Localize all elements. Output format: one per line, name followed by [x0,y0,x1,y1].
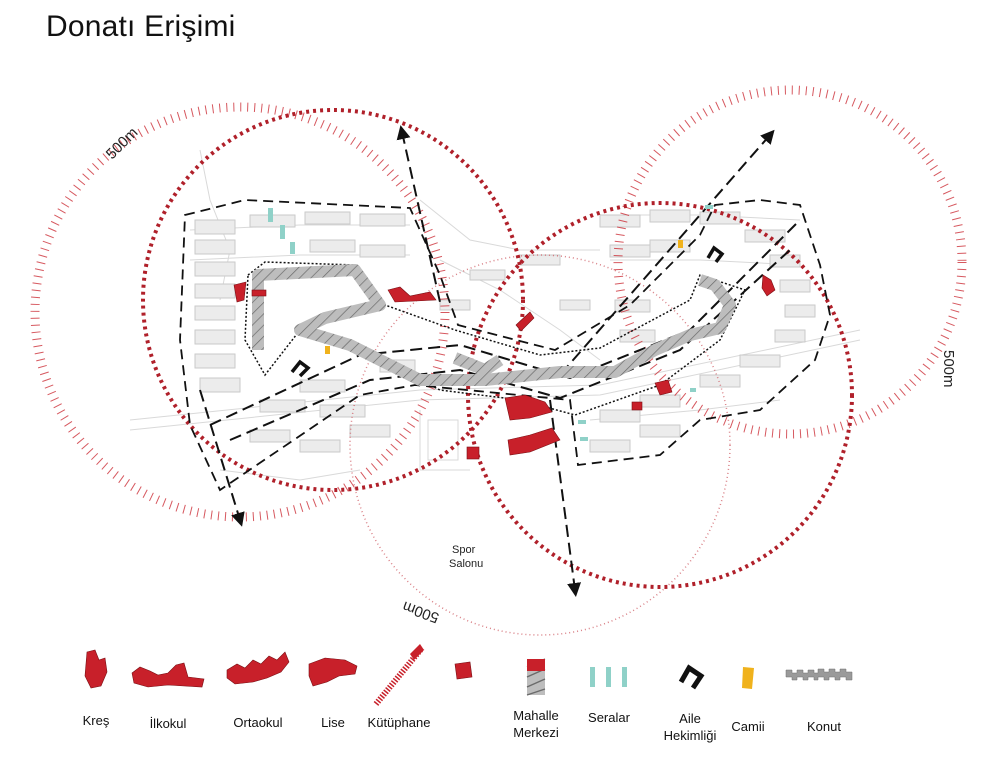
distance-label-right: 500m [940,350,957,388]
housing-icon [785,668,853,681]
legend-item-seralar: Seralar [578,665,640,726]
axis-north-south-center [549,399,582,597]
catchment-ring-large-bottom [349,254,731,636]
legend-label-ilkokul: İlkokul [149,716,187,731]
catchment-ring-center-right [466,201,854,589]
page-title: Donatı Erişimi [46,10,236,43]
legend-label-kutuphane: Kütüphane [367,715,431,730]
distance-label-left: 500m [103,124,142,163]
legend-label-ortaokul: Ortaokul [233,715,283,730]
axis-northeast [559,129,775,376]
distance-label-bottom: 500m [400,597,441,626]
family-clinic-icon [678,664,705,690]
site-plan-map: 500m 500m 500m Spor Salonu [30,85,967,636]
map-clinic-annex-east [631,401,643,411]
axis-north-south-west [396,125,441,303]
map-nursery-east [761,274,776,297]
legend-item-lise: Lise [304,652,362,731]
facility-buildings [233,274,776,460]
sports-hall-label-line1: Spor [452,544,476,556]
map-nursery-west [233,281,247,303]
primary-school-icon [131,662,205,688]
map-neighborhood-block [466,446,480,460]
legend-label-mahalle: Mahalle Merkezi [513,708,559,740]
map-high-school [504,394,553,421]
legend-label-camii: Camii [731,719,765,734]
catchment-ring-large-right [613,85,967,439]
legend-label-seralar: Seralar [588,710,630,725]
legend-item-aile: Aile Hekimliği [650,662,730,744]
catchment-ring-upper-left [141,108,525,492]
legend-item-kres: Kreş [74,648,118,729]
library-icon [373,644,425,706]
axis-main-road [209,219,801,426]
legend-label-konut: Konut [807,719,841,734]
mosque-icon [742,667,754,689]
mosque-markers [325,240,683,354]
legend-item-ortaokul: Ortaokul [222,648,294,731]
legend-item-block [448,660,478,682]
sports-hall-label-line2: Salonu [449,558,483,570]
legend-item-kutuphane: Kütüphane [356,640,442,731]
legend-label-aile: Aile Hekimliği [663,711,717,743]
neighborhood-center-icon [526,658,546,696]
axis-main-road-2 [229,249,791,441]
clinic-markers [290,245,725,378]
map-primary-school-east [654,379,673,396]
legend-item-konut: Konut [778,664,870,735]
middle-school-icon [226,651,290,685]
legend-item-camii: Camii [728,664,768,735]
map-nursery-west-annex [251,289,267,297]
facility-block-icon [454,661,473,680]
legend-label-kres: Kreş [82,713,110,728]
catchment-ring-large-left [30,102,450,522]
high-school-icon [308,657,358,687]
map-primary-school [387,286,437,303]
map-library-axis [515,311,535,332]
legend-item-mahalle: Mahalle Merkezi [500,655,572,741]
map-middle-school [507,427,561,456]
greenhouse-icon [590,667,627,687]
axis-southwest [199,389,245,527]
circulation-axes [199,125,801,597]
legend-item-ilkokul: İlkokul [126,655,210,732]
legend-label-lise: Lise [321,715,345,730]
district-boundary [179,199,831,492]
housing-spine [252,264,736,386]
catchment-rings [30,85,967,636]
greenhouse-markers [268,205,713,441]
nursery-icon [84,649,108,689]
